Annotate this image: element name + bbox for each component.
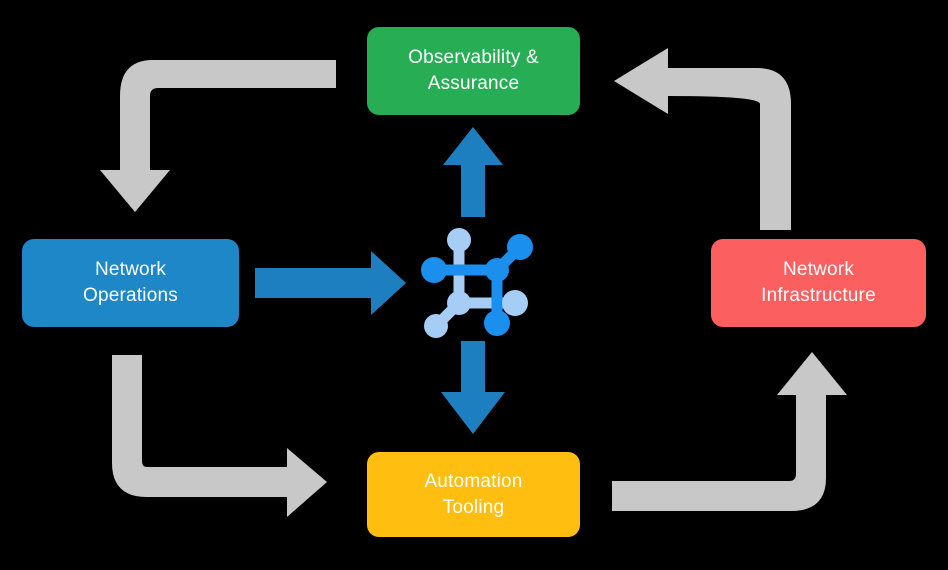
gray-arrow-operations-to-automation [112, 355, 327, 517]
node-network-operations[interactable]: Network Operations [22, 239, 239, 327]
network-topology-icon [421, 228, 533, 338]
node-automation-tooling[interactable]: Automation Tooling [367, 452, 580, 537]
gray-arrow-observability-to-operations [100, 60, 336, 212]
blue-arrow-center-to-observability [443, 127, 503, 217]
gray-arrow-infrastructure-to-observability [614, 48, 791, 230]
node-network-infrastructure[interactable]: Network Infrastructure [711, 239, 926, 327]
blue-arrow-center-to-automation [441, 341, 505, 434]
topology-dark-nodes [421, 234, 533, 336]
topology-light-nodes [424, 228, 528, 338]
gray-arrow-automation-to-infrastructure [612, 352, 847, 511]
node-observability-assurance[interactable]: Observability & Assurance [367, 27, 580, 115]
blue-arrow-operations-to-center [255, 251, 406, 315]
